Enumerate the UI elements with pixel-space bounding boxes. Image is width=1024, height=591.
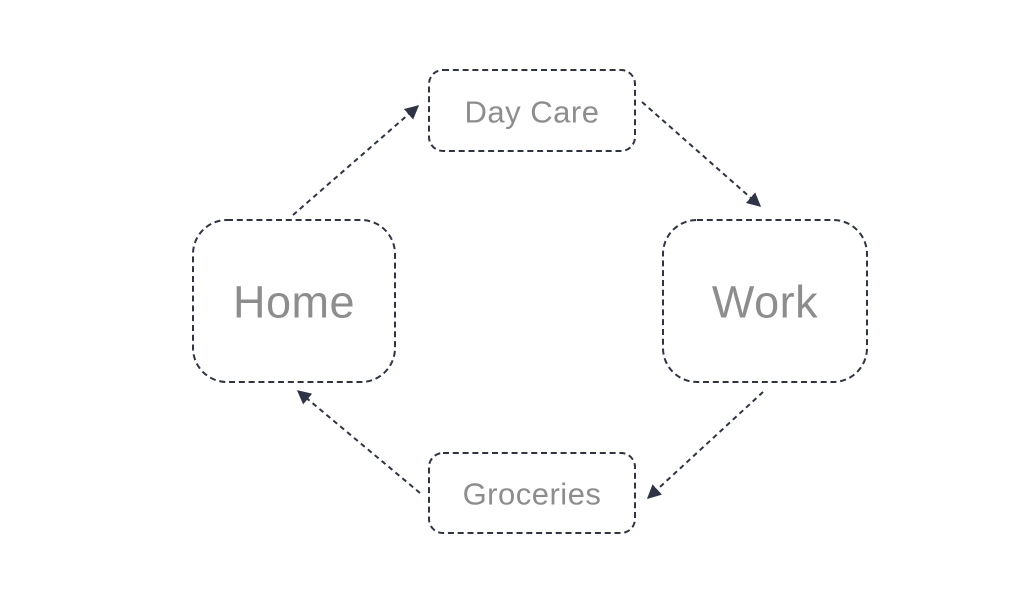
node-box-home [192, 219, 396, 383]
arrow-daycare-to-work [641, 101, 762, 207]
node-box-groceries [428, 452, 636, 534]
node-label-home: Home [233, 277, 355, 328]
arrow-groceries-to-home [296, 390, 421, 494]
arrow-home-to-daycare [292, 105, 420, 216]
node-label-day-care: Day Care [465, 95, 600, 130]
arrow-work-to-groceries [646, 391, 764, 499]
node-box-day-care [428, 69, 636, 152]
node-label-work: Work [712, 277, 818, 328]
node-box-work [662, 219, 868, 383]
node-label-groceries: Groceries [463, 477, 602, 512]
